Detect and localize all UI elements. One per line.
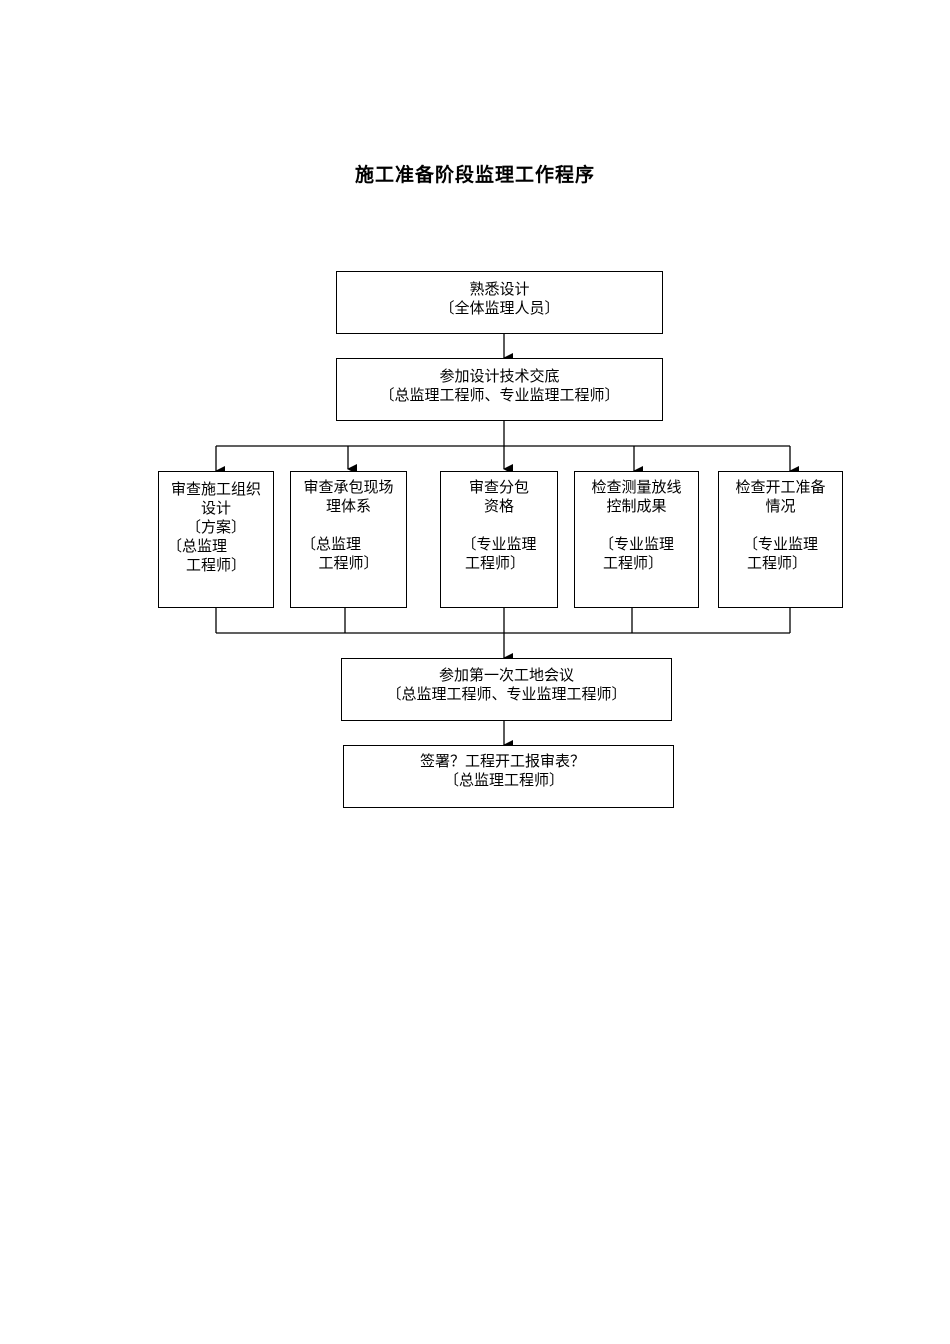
node-label-cont: 情况 — [765, 497, 796, 515]
node-role-cont: 工程师〕 — [185, 556, 246, 574]
node-label-cont: 资格 — [483, 497, 514, 515]
node-label-cont: 理体系 — [325, 497, 371, 515]
node-label: 参加第一次工地会议 — [438, 666, 574, 684]
node-check-readiness: 检查开工准备 情况 〔专业监理 工程师〕 — [718, 471, 843, 608]
node-label: 检查开工准备 — [735, 478, 826, 496]
spacer — [719, 516, 842, 535]
spacer — [575, 516, 698, 535]
node-role: 〔总监理工程师、专业监理工程师〕 — [386, 685, 627, 703]
node-label: 熟悉设计 — [469, 280, 530, 298]
node-first-site-meeting: 参加第一次工地会议 〔总监理工程师、专业监理工程师〕 — [341, 658, 672, 721]
spacer — [441, 516, 557, 535]
node-label: 审查施工组织 — [170, 480, 261, 498]
node-label-cont: 设计 — [200, 499, 231, 517]
node-label: 审查承包现场 — [303, 478, 394, 496]
node-role-cont: 工程师〕 — [747, 554, 808, 572]
node-role: 〔总监理 — [301, 535, 362, 553]
node-role: 〔专业监理 — [598, 535, 674, 553]
node-role: 〔专业监理 — [461, 535, 537, 553]
node-familiarize-design: 熟悉设计 〔全体监理人员〕 — [336, 271, 663, 334]
node-review-subcontractor: 审查分包 资格 〔专业监理 工程师〕 — [440, 471, 558, 608]
page-title: 施工准备阶段监理工作程序 — [354, 164, 595, 186]
node-label: 审查分包 — [468, 478, 529, 496]
node-role-cont: 工程师〕 — [465, 554, 526, 572]
node-role: 〔总监理工程师、专业监理工程师〕 — [379, 386, 620, 404]
node-role: 〔专业监理 — [742, 535, 818, 553]
node-label-cont: 控制成果 — [606, 497, 667, 515]
node-label: 签署？工程开工报审表？ — [420, 752, 586, 770]
node-role: 〔总监理 — [167, 537, 228, 555]
node-label: 检查测量放线 — [591, 478, 682, 496]
node-role: 〔全体监理人员〕 — [439, 299, 560, 317]
node-label: 参加设计技术交底 — [439, 367, 560, 385]
node-role-cont: 工程师〕 — [603, 554, 664, 572]
node-review-contractor-quality: 审查承包现场 理体系 〔总监理 工程师〕 — [290, 471, 407, 608]
node-design-disclosure: 参加设计技术交底 〔总监理工程师、专业监理工程师〕 — [336, 358, 663, 421]
node-review-construction-design: 审查施工组织 设计 〔方案〕 〔总监理 工程师〕 — [158, 471, 274, 608]
node-sign-start-report: 签署？工程开工报审表？ 〔总监理工程师〕 — [343, 745, 674, 808]
spacer — [291, 516, 406, 535]
node-role: 〔总监理工程师〕 — [444, 771, 565, 789]
node-role-cont: 工程师〕 — [318, 554, 379, 572]
node-label-cont: 〔方案〕 — [185, 518, 246, 536]
node-check-survey: 检查测量放线 控制成果 〔专业监理 工程师〕 — [574, 471, 699, 608]
